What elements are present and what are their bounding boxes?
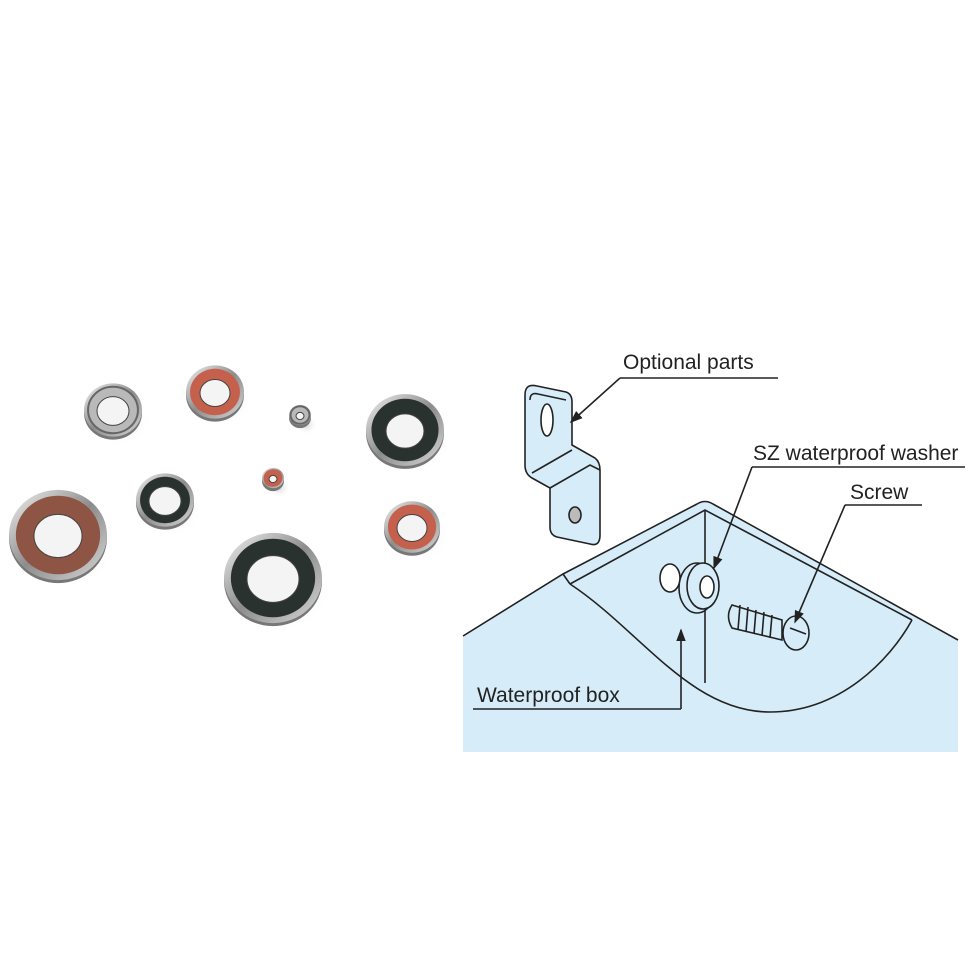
- washer: [366, 394, 454, 476]
- washer: [262, 467, 292, 498]
- waterproof-box-diagram: [462, 377, 965, 752]
- washer: [9, 489, 118, 590]
- washer: [136, 473, 203, 537]
- label-washer: SZ waterproof washer: [753, 442, 958, 465]
- leader-screw-arrow: [794, 504, 846, 624]
- washer: [84, 383, 151, 447]
- leader-optional-parts-arrow: [569, 377, 621, 424]
- box-body: [463, 501, 958, 752]
- box-inner-curve: [569, 583, 913, 713]
- bracket-optional-part: [524, 384, 601, 546]
- box-rim-notch: [562, 573, 571, 585]
- leader-washer-arrow: [713, 466, 753, 570]
- washer: [224, 532, 333, 633]
- label-waterproof-box: Waterproof box: [477, 684, 620, 707]
- label-screw: Screw: [850, 481, 909, 504]
- washer: [289, 404, 319, 435]
- label-optional-parts: Optional parts: [623, 351, 754, 374]
- washer: [186, 365, 253, 429]
- washer-part: [659, 562, 720, 614]
- washer: [384, 501, 449, 563]
- washer-photo: [9, 365, 454, 633]
- box-outer-edge: [462, 500, 959, 641]
